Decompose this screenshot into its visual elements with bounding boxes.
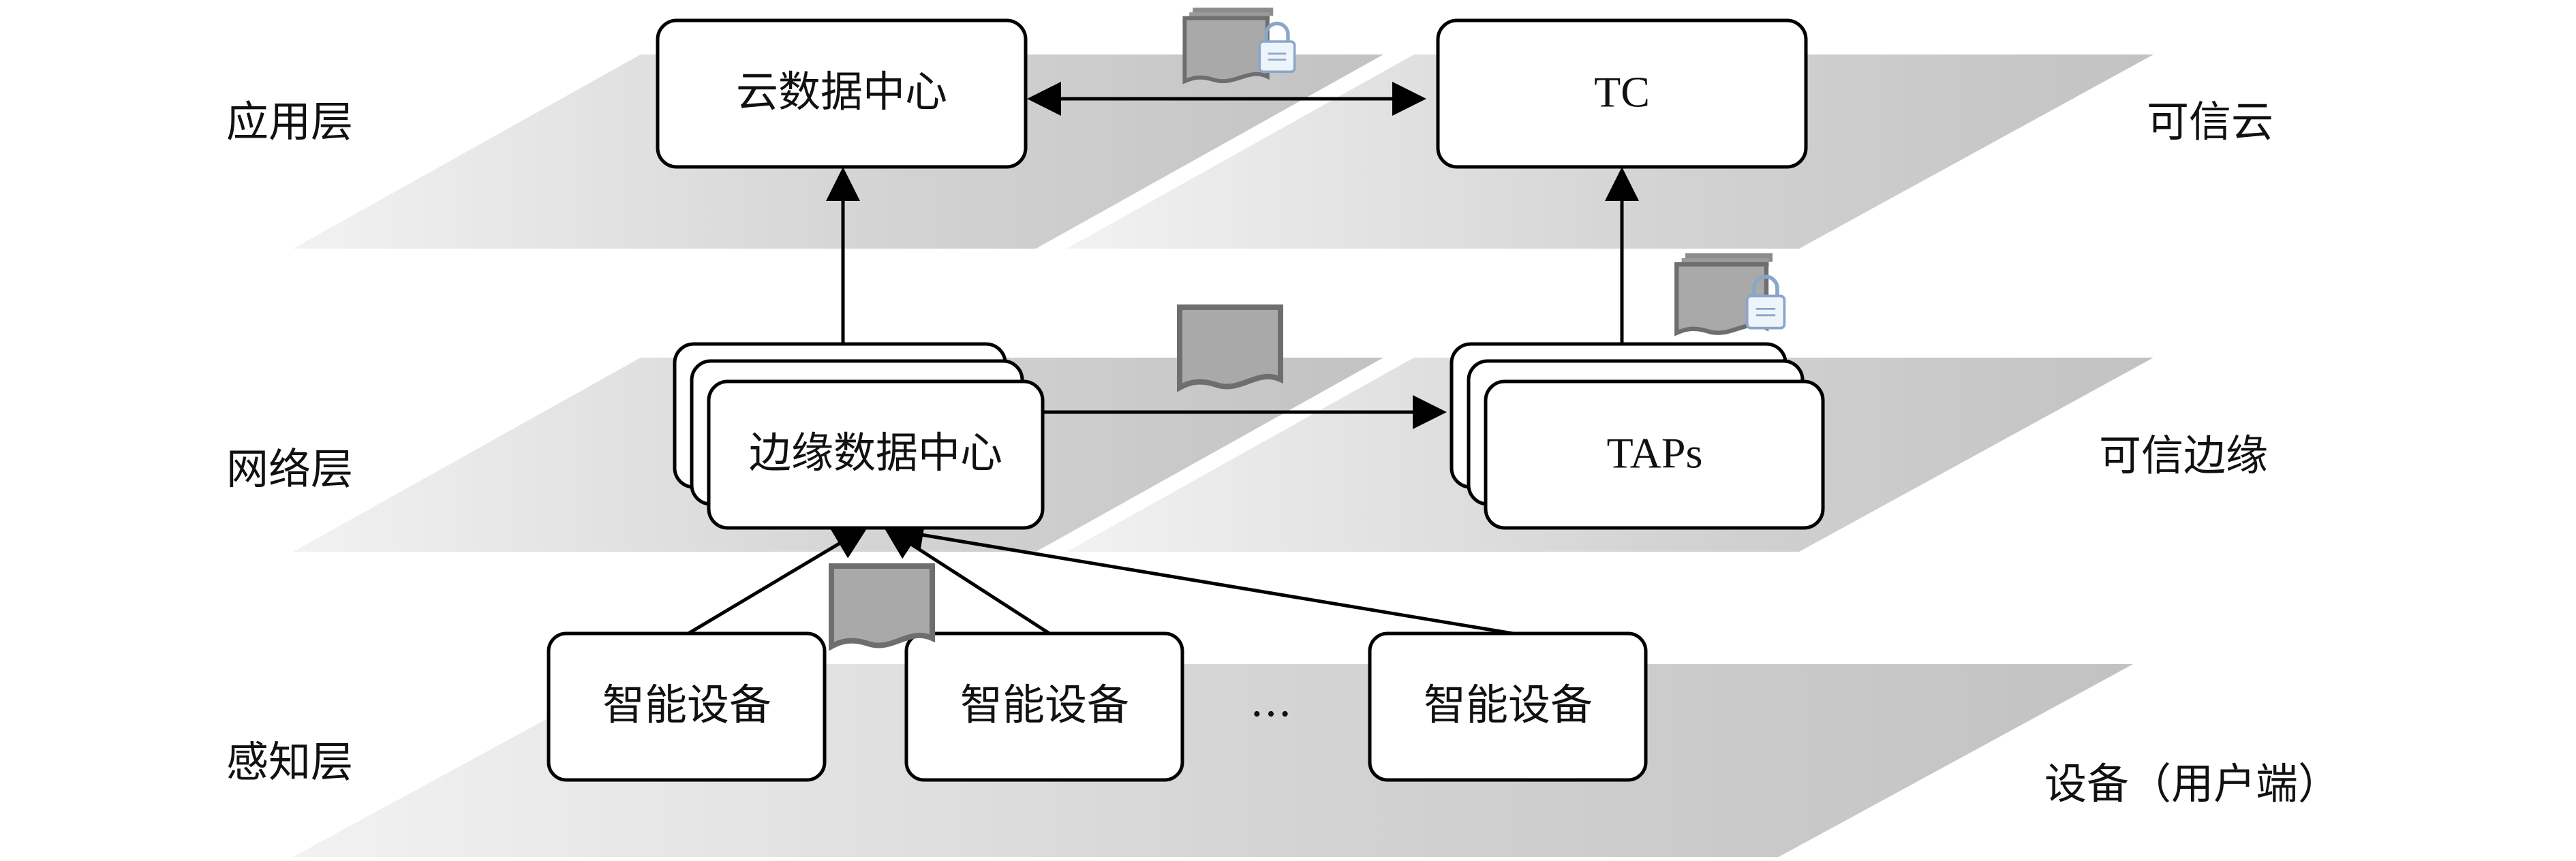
document-icon	[1180, 307, 1281, 388]
smart-device-label-2: 智能设备	[960, 680, 1129, 730]
application-layer-label: 应用层	[226, 97, 353, 146]
network-layer-label: 网络层	[226, 444, 353, 494]
smart-device-box-2: 智能设备	[904, 631, 1184, 782]
device1-to-edge-arrow	[687, 526, 869, 636]
smart-device-label-3: 智能设备	[1424, 680, 1593, 730]
application-layer-planes	[293, 54, 2153, 249]
tc-box: TC	[1436, 18, 1808, 169]
perception-layer-label: 感知层	[226, 737, 353, 787]
document-icon	[831, 566, 932, 646]
ellipsis: …	[1250, 676, 1292, 726]
smart-device-label-1: 智能设备	[602, 680, 771, 730]
smart-device-box-3: 智能设备	[1368, 631, 1648, 782]
connectors	[687, 82, 1639, 636]
trusted-cloud-label: 可信云	[2147, 97, 2273, 146]
edge-data-center-label: 边缘数据中心	[749, 428, 1002, 478]
taps-stack: TAPs	[1450, 342, 1825, 530]
trusted-edge-label: 可信边缘	[2099, 430, 2268, 480]
device-user-label: 设备（用户端）	[2044, 759, 2340, 809]
taps-label: TAPs	[1607, 429, 1703, 478]
tc-label: TC	[1594, 68, 1650, 116]
cloud-data-center-box: 云数据中心	[656, 18, 1028, 169]
smart-device-box-1: 智能设备	[547, 631, 827, 782]
cloud-data-center-label: 云数据中心	[736, 67, 947, 116]
edge-data-center-stack: 边缘数据中心	[673, 342, 1045, 530]
device3-to-edge-arrow	[889, 518, 1514, 636]
